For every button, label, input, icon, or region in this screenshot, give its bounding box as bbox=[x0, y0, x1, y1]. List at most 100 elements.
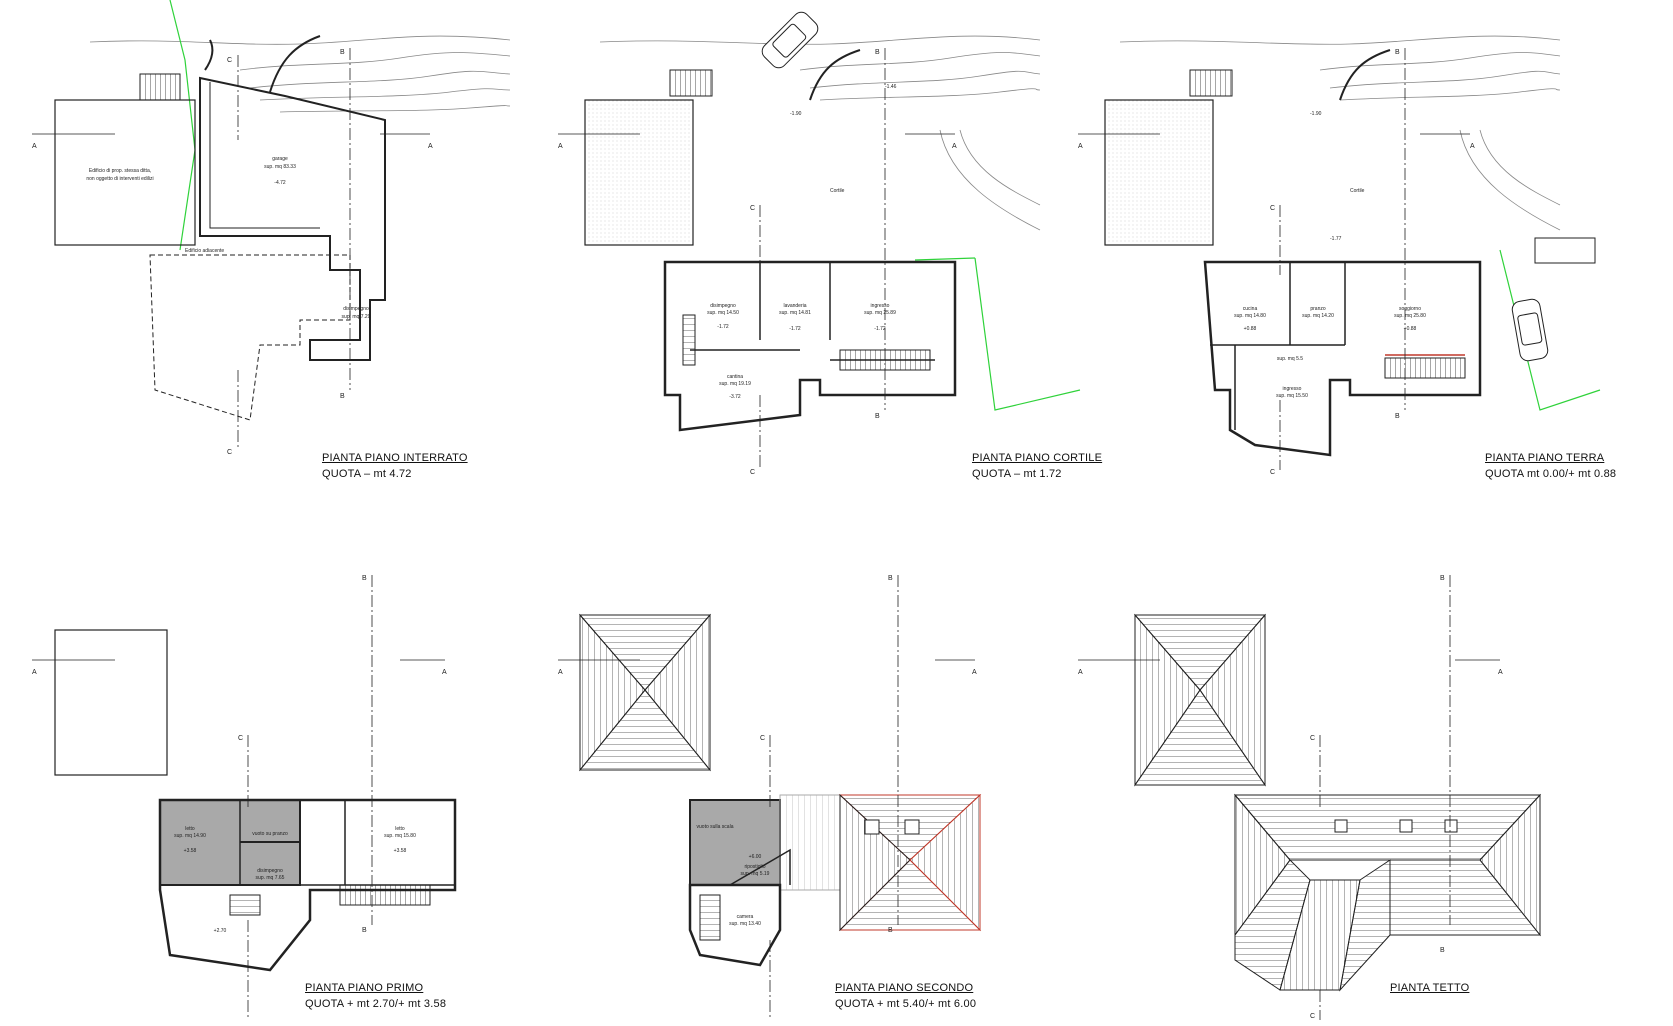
level-a: -1.72 bbox=[717, 324, 729, 330]
caption-title: PIANTA PIANO TERRA bbox=[1485, 452, 1605, 464]
adjacent-dashed bbox=[149, 254, 351, 421]
section-a-left: A bbox=[32, 669, 37, 676]
car-icon bbox=[761, 11, 819, 69]
panel-terra: Cortile cucina sup. mq 14.80 pranzo sup.… bbox=[1078, 35, 1601, 476]
section-c-top: C bbox=[1310, 735, 1315, 742]
level-b: +3.58 bbox=[394, 848, 407, 854]
section-b-bottom: B bbox=[1395, 413, 1400, 420]
room-cucina-name: cucina bbox=[1243, 306, 1258, 312]
room-pranzo-area: sup. mq 14.20 bbox=[1302, 313, 1334, 319]
caption-primo: PIANTA PIANO PRIMO QUOTA + mt 2.70/+ mt … bbox=[305, 980, 446, 1012]
adjacent-building bbox=[584, 99, 694, 246]
level-b: +0.88 bbox=[1404, 326, 1417, 332]
note-cortile: Cortile bbox=[1350, 188, 1365, 194]
caption-title: PIANTA PIANO INTERRATO bbox=[322, 452, 468, 464]
level-c: -1.90 bbox=[1310, 111, 1322, 117]
caption-title: PIANTA PIANO PRIMO bbox=[305, 982, 424, 994]
level-b: -1.72 bbox=[789, 326, 801, 332]
stairs bbox=[1189, 69, 1233, 97]
room-garage-name: garage bbox=[272, 156, 288, 162]
section-a-right: A bbox=[442, 669, 447, 676]
adjacent-roof bbox=[578, 613, 712, 772]
section-a-right: A bbox=[1498, 669, 1503, 676]
room-soggiorno-name: soggiorno bbox=[1399, 306, 1421, 312]
room-disimpegno-name: disimpegno bbox=[343, 306, 369, 312]
section-b-bottom: B bbox=[340, 393, 345, 400]
section-a-left: A bbox=[558, 143, 563, 150]
floor-walls bbox=[158, 798, 457, 972]
room-bagno-area: sup. mq 5.5 bbox=[1277, 356, 1303, 362]
room-garage-area: sup. mq 83.33 bbox=[264, 164, 296, 170]
level-c: -1.72 bbox=[874, 326, 886, 332]
section-b-bottom: B bbox=[362, 927, 367, 934]
note-edificio-prop: Edificio di prop. stessa ditta, bbox=[89, 168, 151, 174]
note-edificio-adiacente: Edificio adiacente bbox=[185, 248, 224, 254]
adjacent-roof bbox=[1133, 613, 1267, 787]
caption-title: PIANTA PIANO CORTILE bbox=[972, 452, 1103, 464]
room-ingresso-name: ingresso bbox=[871, 303, 890, 309]
section-a-right: A bbox=[428, 143, 433, 150]
section-a-right: A bbox=[1470, 143, 1475, 150]
section-c-bottom: C bbox=[227, 449, 232, 456]
caption-terra: PIANTA PIANO TERRA QUOTA mt 0.00/+ mt 0.… bbox=[1485, 450, 1616, 482]
room-disimpegno-area: sup. mq 7.65 bbox=[256, 875, 285, 881]
stairs bbox=[669, 69, 713, 97]
section-a-left: A bbox=[1078, 143, 1083, 150]
section-a-left: A bbox=[32, 143, 37, 150]
section-lines bbox=[32, 48, 430, 450]
note-cortile: Cortile bbox=[830, 188, 845, 194]
caption-interrato: PIANTA PIANO INTERRATO QUOTA – mt 4.72 bbox=[322, 450, 468, 482]
section-c-bottom: C bbox=[1270, 469, 1275, 476]
room-letto2-name: letto bbox=[395, 826, 405, 832]
room-disimpegno-name: disimpegno bbox=[710, 303, 736, 309]
room-lavanderia-name: lavanderia bbox=[783, 303, 806, 309]
caption-quota: QUOTA + mt 5.40/+ mt 6.00 bbox=[835, 998, 977, 1010]
room-camera-name: camera bbox=[737, 914, 754, 920]
section-a-left: A bbox=[1078, 669, 1083, 676]
room-ingresso-area: sup. mq 15.50 bbox=[1276, 393, 1308, 399]
room-letto-area: sup. mq 14.90 bbox=[174, 833, 206, 839]
section-a-left: A bbox=[558, 669, 563, 676]
garage-walls bbox=[199, 76, 386, 361]
caption-cortile: PIANTA PIANO CORTILE QUOTA – mt 1.72 bbox=[972, 450, 1102, 482]
room-cucina-area: sup. mq 14.80 bbox=[1234, 313, 1266, 319]
panel-secondo: vuoto sulla scala ripostiglio sup. mq 5.… bbox=[558, 575, 982, 1020]
panel-primo: letto sup. mq 14.90 vuoto su pranzo lett… bbox=[32, 575, 457, 1020]
room-cantina-area: sup. mq 19.19 bbox=[719, 381, 751, 387]
property-boundary bbox=[169, 0, 196, 251]
room-pranzo-name: pranzo bbox=[1310, 306, 1326, 312]
level-c: +2.70 bbox=[214, 928, 227, 934]
room-lavanderia-area: sup. mq 14.81 bbox=[779, 310, 811, 316]
section-c-top: C bbox=[760, 735, 765, 742]
section-c-top: C bbox=[1270, 205, 1275, 212]
section-b-top: B bbox=[1395, 49, 1400, 56]
section-b-top: B bbox=[362, 575, 367, 582]
caption-quota: QUOTA – mt 1.72 bbox=[972, 468, 1062, 480]
section-a-right: A bbox=[952, 143, 957, 150]
level-a: +3.58 bbox=[184, 848, 197, 854]
section-b-top: B bbox=[1440, 575, 1445, 582]
main-roof bbox=[1233, 793, 1542, 992]
caption-secondo: PIANTA PIANO SECONDO QUOTA + mt 5.40/+ m… bbox=[835, 980, 976, 1012]
caption-quota: QUOTA mt 0.00/+ mt 0.88 bbox=[1485, 468, 1617, 480]
panel-cortile: Cortile disimpegno sup. mq 14.50 lavande… bbox=[558, 11, 1081, 476]
room-letto-name: letto bbox=[185, 826, 195, 832]
panel-interrato: Edificio di prop. stessa ditta, non ogge… bbox=[32, 0, 511, 456]
level-a: +0.88 bbox=[1244, 326, 1257, 332]
room-vuoto-name: vuoto su pranzo bbox=[252, 831, 288, 837]
section-b-top: B bbox=[340, 49, 345, 56]
floor-walls bbox=[663, 260, 957, 432]
level-interrato: -4.72 bbox=[274, 180, 286, 186]
section-c-top: C bbox=[238, 735, 243, 742]
panel-tetto: A A C C B B bbox=[1078, 575, 1542, 1020]
section-c-top: C bbox=[227, 57, 232, 64]
main-roof bbox=[838, 793, 982, 932]
room-disimpegno-name: disimpegno bbox=[257, 868, 283, 874]
adjacent-building bbox=[1104, 99, 1214, 246]
section-b-bottom: B bbox=[888, 927, 893, 934]
room-cantina-name: cantina bbox=[727, 374, 743, 380]
stairs bbox=[139, 73, 181, 101]
section-c-top: C bbox=[750, 205, 755, 212]
section-b-top: B bbox=[888, 575, 893, 582]
room-ripostiglio-name: ripostiglio bbox=[744, 864, 765, 870]
